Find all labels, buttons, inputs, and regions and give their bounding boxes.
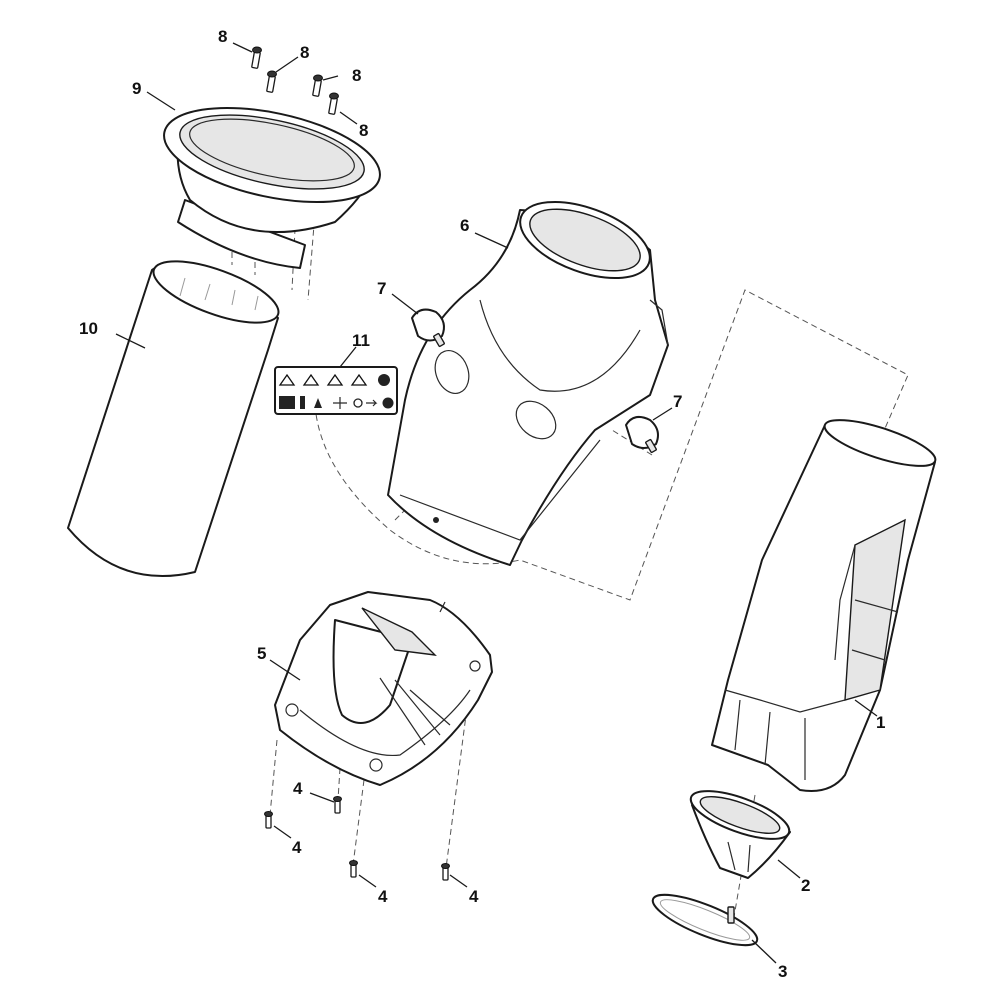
screw-4b xyxy=(264,811,273,829)
screw-8a xyxy=(251,46,262,69)
callout-4c: 4 xyxy=(378,887,388,906)
callout-4a: 4 xyxy=(293,779,303,798)
screws-part-8 xyxy=(251,46,339,115)
callout-5: 5 xyxy=(257,644,266,663)
callout-8b: 8 xyxy=(300,43,309,62)
funnel-part-9 xyxy=(163,106,381,269)
leader-lines xyxy=(115,42,878,964)
chute-part-1 xyxy=(711,419,937,792)
screw-4d xyxy=(441,863,450,881)
callout-4b: 4 xyxy=(292,838,302,857)
nozzle-part-2 xyxy=(689,790,791,879)
callout-11: 11 xyxy=(352,331,370,350)
callout-1: 1 xyxy=(876,713,885,732)
callout-6: 6 xyxy=(460,216,469,235)
knob-7a xyxy=(411,308,445,348)
callout-8a: 8 xyxy=(218,27,227,46)
callout-9: 9 xyxy=(132,79,141,98)
callout-8c: 8 xyxy=(352,66,361,85)
callout-3: 3 xyxy=(778,962,787,981)
callout-4d: 4 xyxy=(469,887,479,906)
tube-part-10 xyxy=(67,260,280,578)
screw-8d xyxy=(328,92,339,115)
ring-part-3 xyxy=(651,893,759,947)
screw-8c xyxy=(312,74,323,97)
callout-10: 10 xyxy=(79,319,98,338)
housing-part-6 xyxy=(387,200,669,566)
knob-7b xyxy=(625,415,659,454)
knobs-part-7 xyxy=(411,308,659,454)
screws-part-4 xyxy=(264,796,450,881)
screw-8b xyxy=(266,70,277,93)
callout-2: 2 xyxy=(801,876,810,895)
screw-4a xyxy=(333,796,342,814)
screw-4c xyxy=(349,860,358,878)
callout-7b: 7 xyxy=(673,392,682,411)
callout-labels: 1 2 3 4 4 4 4 5 6 7 7 8 8 8 8 9 10 11 xyxy=(79,27,885,981)
base-cover-part-5 xyxy=(274,591,493,786)
warning-label-part-11 xyxy=(274,366,398,415)
callout-8d: 8 xyxy=(359,121,368,140)
callout-7a: 7 xyxy=(377,279,386,298)
